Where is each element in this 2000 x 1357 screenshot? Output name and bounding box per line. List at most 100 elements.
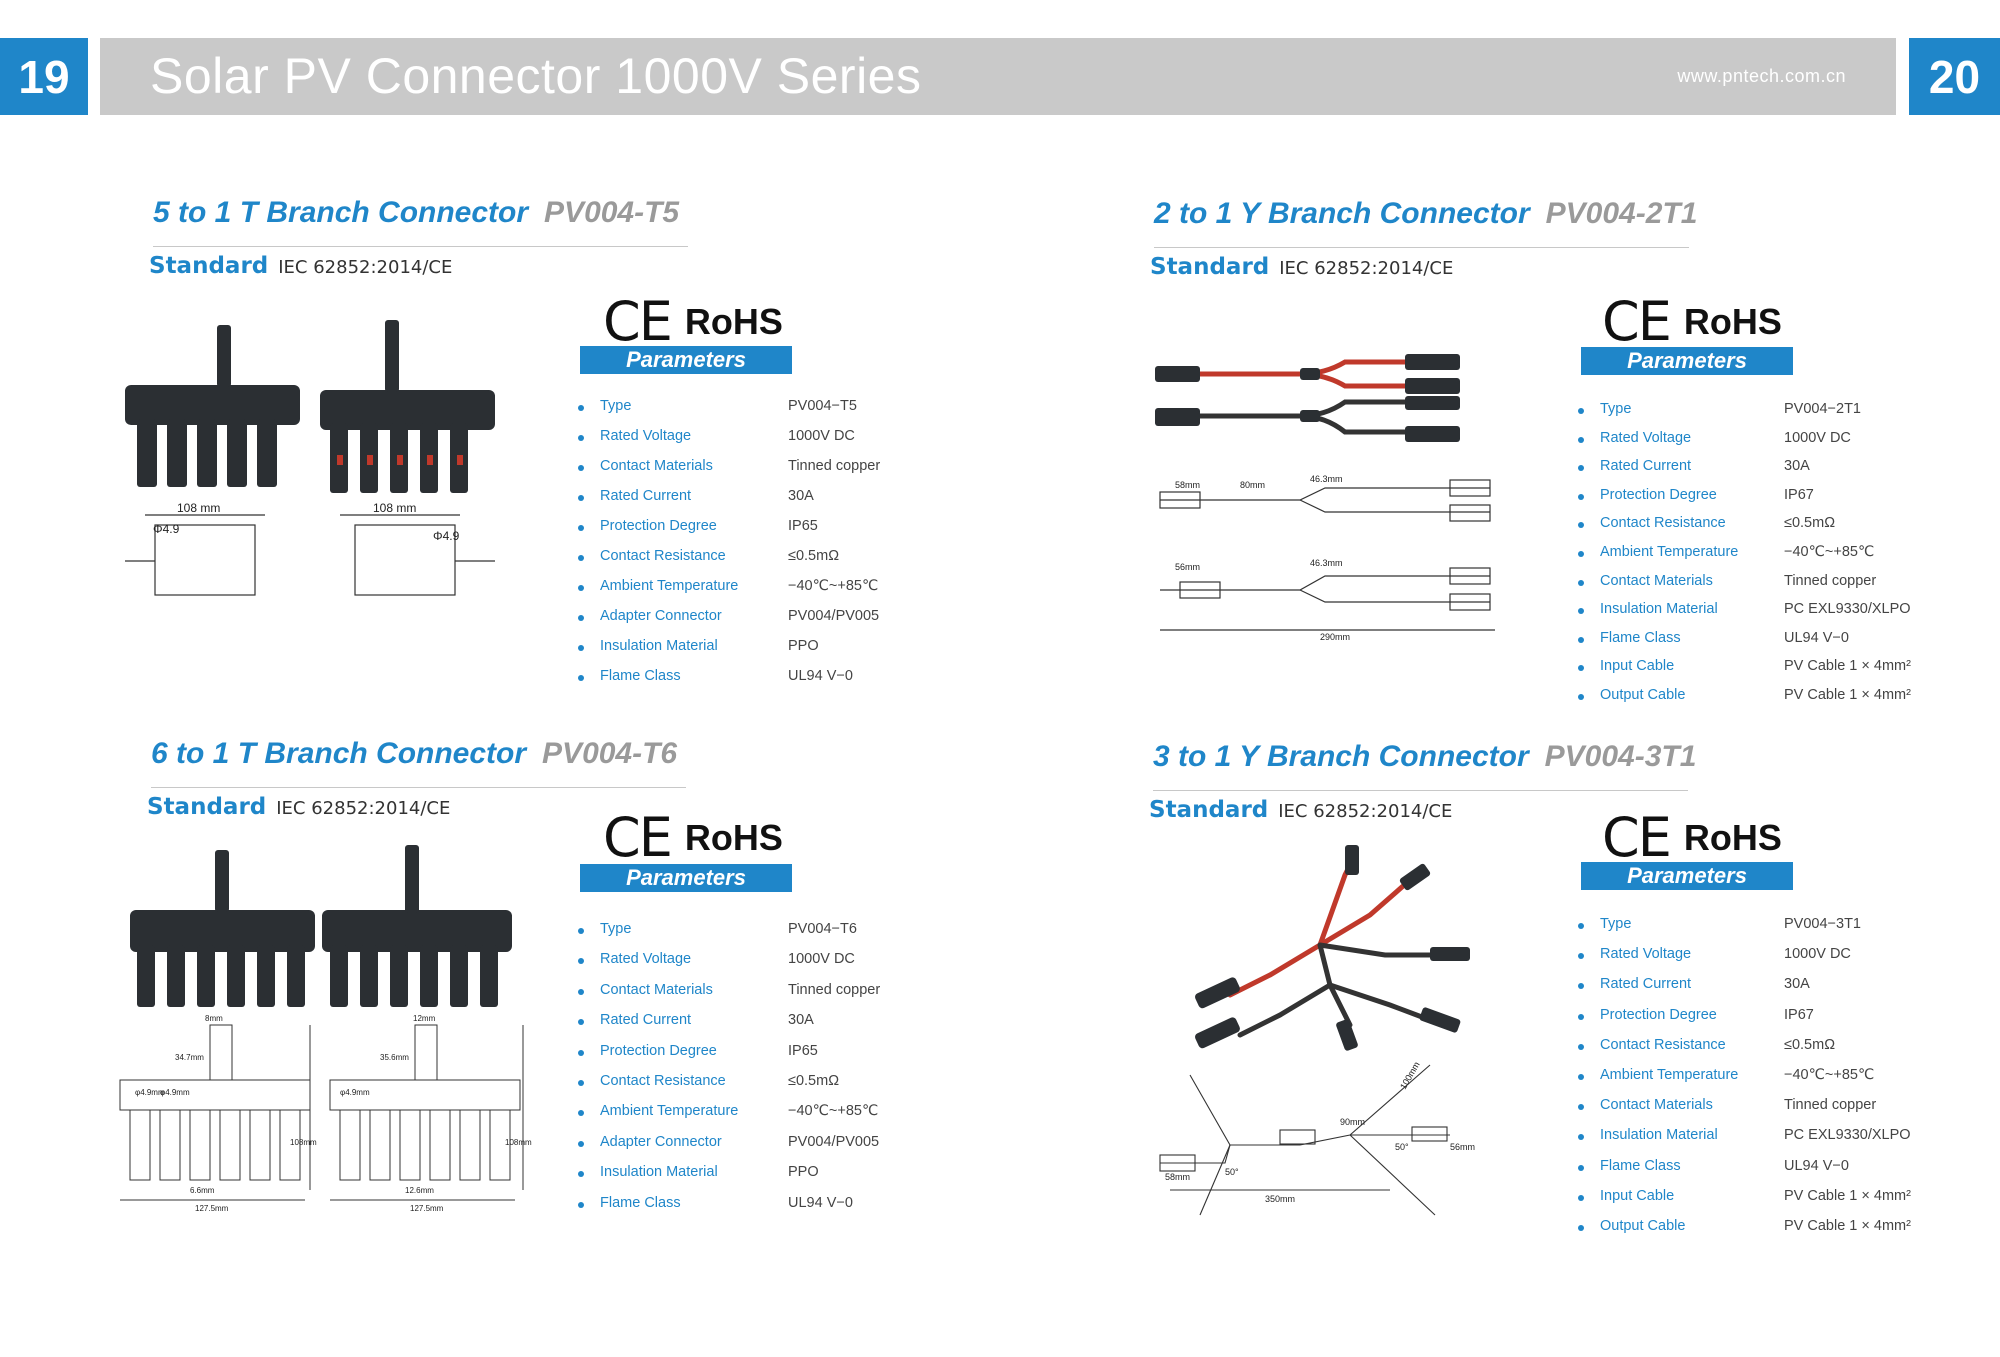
param-label: Type: [1600, 916, 1632, 932]
param-label: Protection Degree: [600, 518, 717, 534]
bullet-icon: [578, 615, 584, 621]
svg-text:12mm: 12mm: [413, 1014, 436, 1023]
param-value: PV004−2T1: [1784, 401, 1861, 417]
param-label: Flame Class: [1600, 629, 1681, 646]
ce-mark: CE: [603, 806, 673, 869]
param-label: Input Cable: [1600, 658, 1675, 675]
svg-text:φ4.9mm: φ4.9mm: [340, 1088, 370, 1097]
standard-value: IEC 62852:2014/CE: [278, 257, 453, 278]
ce-mark: CE: [603, 290, 673, 353]
param-label: Contact Materials: [1600, 572, 1713, 589]
param-label: Adapter Connector: [600, 1133, 722, 1150]
bullet-icon: [1578, 579, 1584, 586]
svg-text:50°: 50°: [1395, 1142, 1409, 1152]
param-value: Tinned copper: [788, 981, 881, 998]
svg-text:127.5mm: 127.5mm: [195, 1204, 229, 1213]
bullet-icon: [578, 1080, 584, 1086]
param-value: IP65: [788, 518, 818, 534]
bullet-icon: [1578, 1164, 1584, 1171]
param-label: Flame Class: [600, 1194, 681, 1211]
param-label: Type: [1600, 401, 1632, 417]
bullet-icon: [578, 1140, 584, 1147]
param-value: ≤0.5mΩ: [1784, 1036, 1836, 1053]
param-value: −40℃~+85℃: [788, 1103, 879, 1120]
title-rule: [1153, 790, 1688, 791]
param-value: 30A: [1784, 458, 1810, 475]
product-model: PV004-T6: [542, 737, 678, 770]
param-value: 1000V DC: [788, 428, 855, 444]
bullet-icon: [578, 585, 584, 591]
param-value: PV Cable 1 × 4mm²: [1784, 1187, 1911, 1204]
bullet-icon: [578, 1171, 584, 1178]
title-rule: [153, 246, 688, 247]
rohs-mark: RoHS: [684, 817, 783, 858]
svg-text:108mm: 108mm: [505, 1138, 532, 1147]
svg-text:46.3mm: 46.3mm: [1310, 558, 1343, 568]
param-value: Tinned copper: [1784, 572, 1877, 589]
param-value: PV Cable 1 × 4mm²: [1784, 658, 1911, 675]
param-label: Type: [600, 398, 632, 414]
svg-text:108 mm: 108 mm: [177, 501, 220, 515]
bullet-icon: [578, 645, 584, 651]
param-label: Contact Materials: [600, 458, 713, 474]
t5-illustration: 108 mm 108 mm Φ4.9 Φ4.9: [125, 320, 495, 596]
bullet-icon: [1578, 1013, 1584, 1020]
param-value: UL94 V−0: [788, 668, 853, 684]
svg-text:12.6mm: 12.6mm: [405, 1186, 434, 1195]
param-label: Contact Resistance: [600, 548, 726, 564]
bullet-icon: [1578, 1194, 1584, 1201]
product-image-t6: 8mm 34.7mm φ4.9mm φ4.9mm 108mm 6.6mm 127…: [115, 845, 535, 1215]
bullet-icon: [578, 465, 584, 471]
parameters-header: Parameters: [1581, 862, 1793, 890]
product-name: 6 to 1 T Branch Connector: [151, 737, 527, 770]
3t1-illustration: 100mm 90mm 50° 56mm 58mm 50° 350mm: [1159, 845, 1475, 1216]
svg-text:290mm: 290mm: [1320, 632, 1350, 640]
svg-text:80mm: 80mm: [1240, 480, 1265, 490]
website-url: www.pntech.com.cn: [1677, 66, 1846, 86]
rohs-mark: RoHS: [1683, 301, 1782, 342]
title-rule: [151, 787, 686, 788]
svg-text:127.5mm: 127.5mm: [410, 1204, 444, 1213]
param-label: Rated Current: [1600, 458, 1692, 475]
product-name: 3 to 1 Y Branch Connector: [1153, 740, 1529, 773]
page-title: Solar PV Connector 1000V Series: [150, 48, 922, 104]
svg-text:58mm: 58mm: [1165, 1172, 1190, 1182]
param-label: Rated Voltage: [600, 428, 692, 444]
section-title: 6 to 1 T Branch Connector PV004-T6: [151, 737, 677, 771]
param-value: ≤0.5mΩ: [788, 1073, 840, 1089]
param-value: 1000V DC: [1784, 946, 1851, 963]
param-value: PPO: [788, 638, 819, 654]
param-label: Rated Voltage: [1600, 946, 1692, 963]
param-label: Contact Materials: [1600, 1097, 1713, 1114]
bullet-icon: [1578, 1134, 1584, 1141]
param-value: PV Cable 1 × 4mm²: [1784, 687, 1911, 703]
param-value: PPO: [788, 1164, 819, 1181]
page-number-left: 19: [0, 38, 88, 115]
parameters-header: Parameters: [580, 864, 792, 892]
standard-label: Standard: [147, 794, 267, 820]
param-label: Output Cable: [1600, 687, 1686, 703]
svg-text:108mm: 108mm: [290, 1138, 317, 1147]
param-label: Insulation Material: [1600, 601, 1718, 618]
standard-value: IEC 62852:2014/CE: [1278, 801, 1453, 822]
svg-text:350mm: 350mm: [1265, 1194, 1295, 1204]
standard-line: Standard IEC 62852:2014/CE: [147, 794, 450, 820]
ce-mark: CE: [1602, 806, 1672, 869]
bullet-icon: [1578, 1043, 1584, 1050]
bullet-icon: [1578, 493, 1584, 500]
standard-value: IEC 62852:2014/CE: [276, 798, 451, 819]
bullet-icon: [578, 435, 584, 441]
product-model: PV004-2T1: [1545, 197, 1698, 230]
parameters-header: Parameters: [580, 346, 792, 374]
param-value: PV Cable 1 × 4mm²: [1784, 1218, 1911, 1234]
bullet-icon: [578, 525, 584, 531]
param-value: IP67: [1784, 486, 1814, 503]
svg-text:34.7mm: 34.7mm: [175, 1053, 204, 1062]
param-value: 30A: [788, 1012, 814, 1029]
param-value: PV004/PV005: [788, 1133, 880, 1150]
bullet-icon: [578, 405, 584, 411]
